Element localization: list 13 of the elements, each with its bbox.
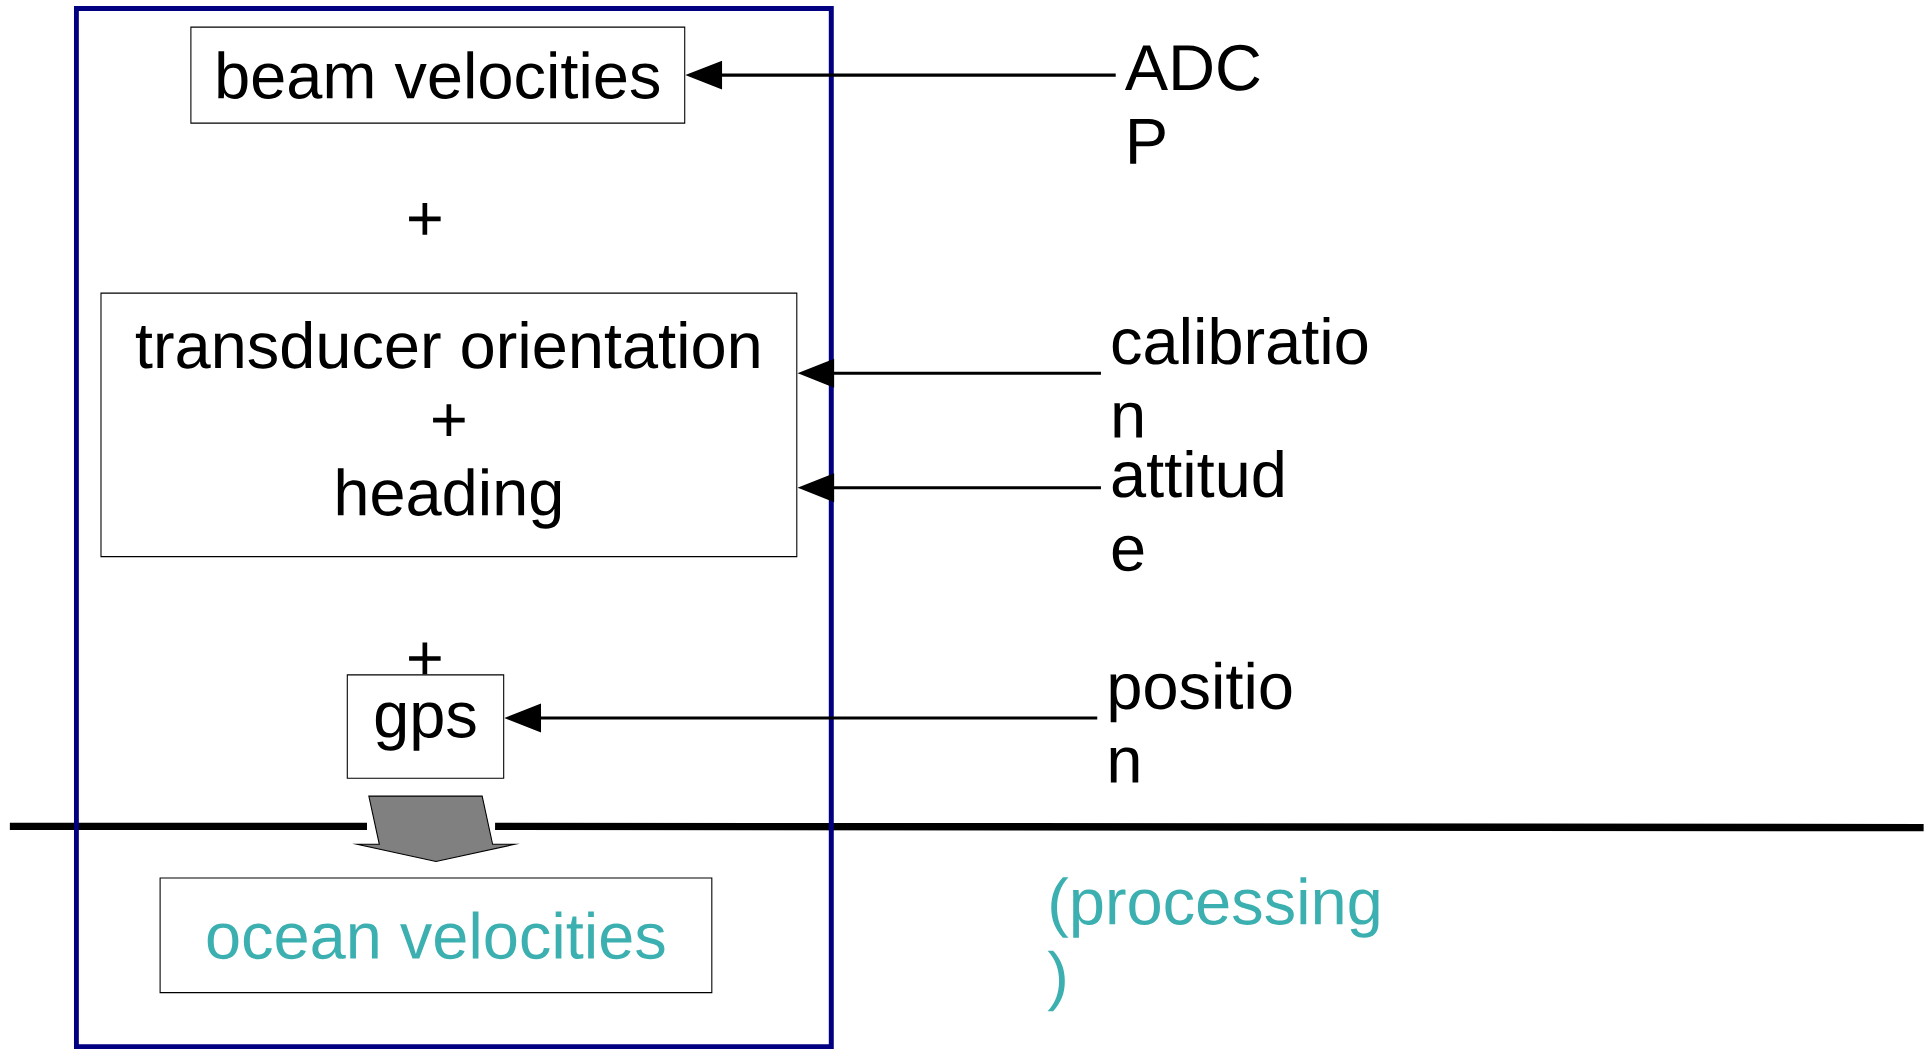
process-box: transducer orientation + heading bbox=[100, 292, 798, 558]
process-box: beam velocities bbox=[190, 26, 686, 124]
source-label: attitud e bbox=[1112, 449, 1283, 572]
note-text: (processing ) bbox=[1047, 877, 1379, 1012]
result-box: ocean velocities bbox=[159, 877, 713, 994]
frame-box bbox=[73, 6, 834, 1049]
plus-sign: + bbox=[409, 202, 441, 235]
source-label: calibratio n bbox=[1112, 316, 1368, 438]
source-label: positio n bbox=[1110, 661, 1292, 783]
source-label: ADC P bbox=[1124, 44, 1260, 164]
plus-sign: + bbox=[409, 642, 441, 675]
block-arrow bbox=[352, 795, 520, 862]
process-box: gps bbox=[346, 674, 505, 779]
